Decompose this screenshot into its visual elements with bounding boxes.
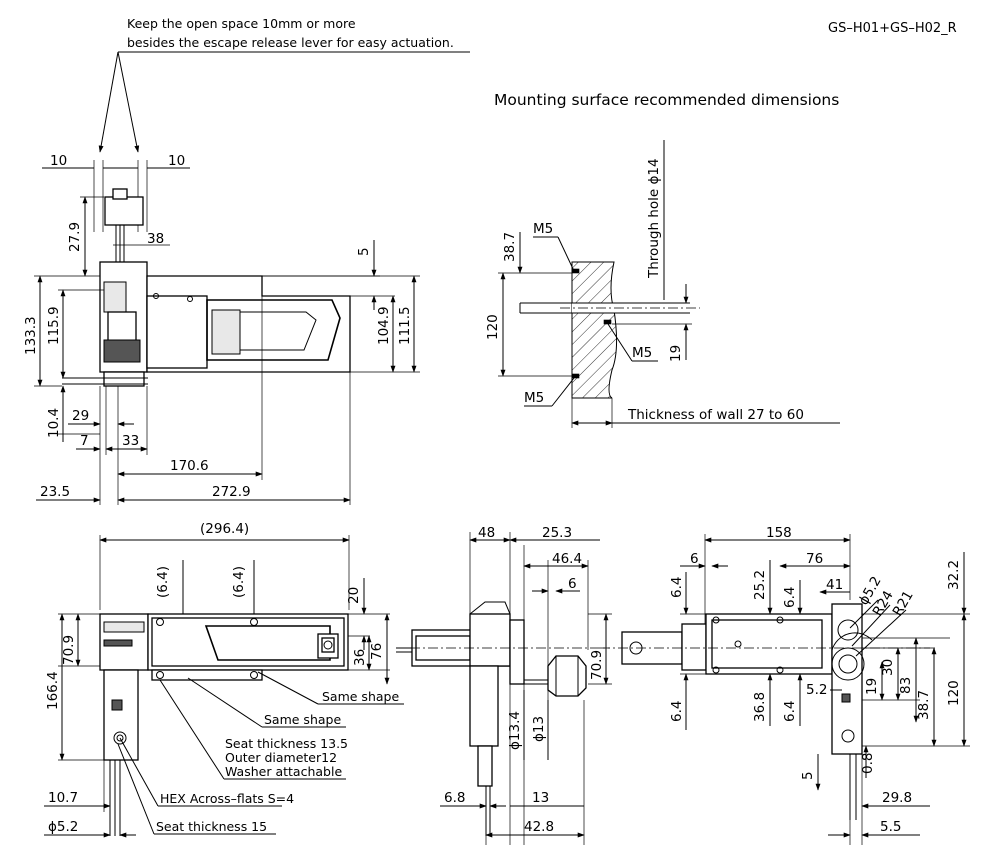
right-dim-25-2: 25.2 [752, 570, 768, 600]
clearance-note-line2: besides the escape release lever for eas… [127, 35, 454, 50]
right-dim-120: 120 [946, 680, 962, 706]
mount-m5-bottom: M5 [524, 390, 544, 406]
mount-dim-38-7: 38.7 [502, 232, 518, 262]
top-dim-170-6: 170.6 [170, 458, 209, 474]
front-dim-166-4: 166.4 [45, 671, 61, 710]
right-dim-32-2: 32.2 [946, 560, 962, 590]
front-dim-6-4-a: (6.4) [155, 566, 171, 598]
side-dim-42-8: 42.8 [524, 819, 554, 835]
right-dim-5-2: 5.2 [806, 682, 827, 698]
clearance-note-line1: Keep the open space 10mm or more [127, 16, 356, 31]
right-dim-6-4-b: 6.4 [782, 587, 798, 608]
right-view-drawing: 158 6 76 41 6.4 6.4 [600, 525, 970, 845]
drawing-id: GS–H01+GS–H02_R [828, 21, 957, 36]
top-dim-27-9: 27.9 [67, 222, 83, 252]
front-dim-10-7: 10.7 [48, 790, 78, 806]
mount-wall-thickness: Thickness of wall 27 to 60 [627, 407, 804, 423]
right-dim-41: 41 [826, 577, 843, 593]
front-same-shape-2: Same shape [264, 712, 341, 727]
right-dim-5-5: 5.5 [880, 819, 901, 835]
mount-dim-120: 120 [485, 314, 501, 340]
right-dim-5: 5 [800, 771, 816, 780]
side-dim-13: 13 [532, 790, 549, 806]
front-dim-296-4: (296.4) [200, 521, 249, 537]
mount-through-hole: Through hole ϕ14 [646, 158, 662, 279]
front-dim-6-4-b: (6.4) [231, 566, 247, 598]
top-dim-10-4: 10.4 [46, 408, 62, 438]
top-dim-272-9: 272.9 [212, 484, 251, 500]
clearance-note: Keep the open space 10mm or more besides… [98, 16, 470, 153]
right-dim-0-8: 0.8 [860, 753, 876, 774]
top-dim-23-5: 23.5 [40, 484, 70, 500]
right-dim-6-4-a: 6.4 [669, 577, 685, 598]
right-dim-6: 6 [690, 551, 699, 567]
right-dim-19: 19 [864, 678, 880, 695]
front-hex: HEX Across–flats S=4 [160, 791, 294, 806]
right-dim-6-4-d: 6.4 [782, 701, 798, 722]
front-seat-thickness-15: Seat thickness 15 [156, 819, 267, 834]
right-dim-29-8: 29.8 [882, 790, 912, 806]
mount-dim-19: 19 [668, 345, 684, 362]
front-outer-diameter: Outer diameter12 [225, 750, 337, 765]
front-dim-36: 36 [352, 649, 368, 666]
top-dim-10-left: 10 [50, 153, 67, 169]
side-dim-phi13-4: ϕ13.4 [507, 711, 523, 750]
side-view-drawing: 48 25.3 46.4 6 70.9 ϕ13.4 [396, 525, 612, 845]
front-dim-70-9: 70.9 [61, 635, 77, 665]
side-dim-70-9: 70.9 [589, 650, 605, 680]
top-dim-104-9: 104.9 [376, 306, 392, 345]
top-dim-7: 7 [80, 433, 89, 449]
right-dim-158: 158 [766, 525, 792, 541]
right-dim-6-4-c: 6.4 [669, 701, 685, 722]
top-view-drawing: 10 10 38 27.9 5 [23, 153, 420, 505]
mounting-title: Mounting surface recommended dimensions [494, 91, 839, 109]
top-dim-115-9: 115.9 [46, 306, 62, 345]
top-dim-5: 5 [356, 247, 372, 256]
front-same-shape-1: Same shape [322, 689, 399, 704]
top-dim-10-right: 10 [168, 153, 185, 169]
front-view-drawing: (296.4) (6.4) (6.4) 20 [44, 521, 404, 838]
front-seat-thickness-13-5: Seat thickness 13.5 [225, 736, 348, 751]
right-dim-83: 83 [898, 677, 914, 694]
front-dim-20: 20 [346, 587, 362, 604]
top-dim-29: 29 [72, 408, 89, 424]
mount-m5-top: M5 [533, 221, 553, 237]
top-dim-111-5: 111.5 [397, 306, 413, 345]
front-dim-phi5-2: ϕ5.2 [48, 819, 78, 835]
side-dim-6-8: 6.8 [444, 790, 465, 806]
top-dim-33: 33 [122, 433, 139, 449]
front-washer: Washer attachable [225, 764, 342, 779]
right-dim-36-8: 36.8 [752, 692, 768, 722]
side-dim-25-3: 25.3 [542, 525, 572, 541]
side-dim-6: 6 [568, 576, 577, 592]
mount-m5-mid: M5 [632, 345, 652, 361]
top-dim-38: 38 [147, 231, 164, 247]
side-dim-48: 48 [478, 525, 495, 541]
mounting-surface-drawing: M5 M5 M5 Through hole ϕ14 38.7 120 19 Th… [485, 140, 840, 428]
front-dim-76: 76 [369, 643, 385, 660]
right-dim-38-7: 38.7 [916, 690, 932, 720]
right-dim-76: 76 [806, 551, 823, 567]
top-dim-133-3: 133.3 [23, 316, 39, 355]
side-dim-phi13: ϕ13 [531, 716, 547, 742]
side-dim-46-4: 46.4 [552, 551, 582, 567]
